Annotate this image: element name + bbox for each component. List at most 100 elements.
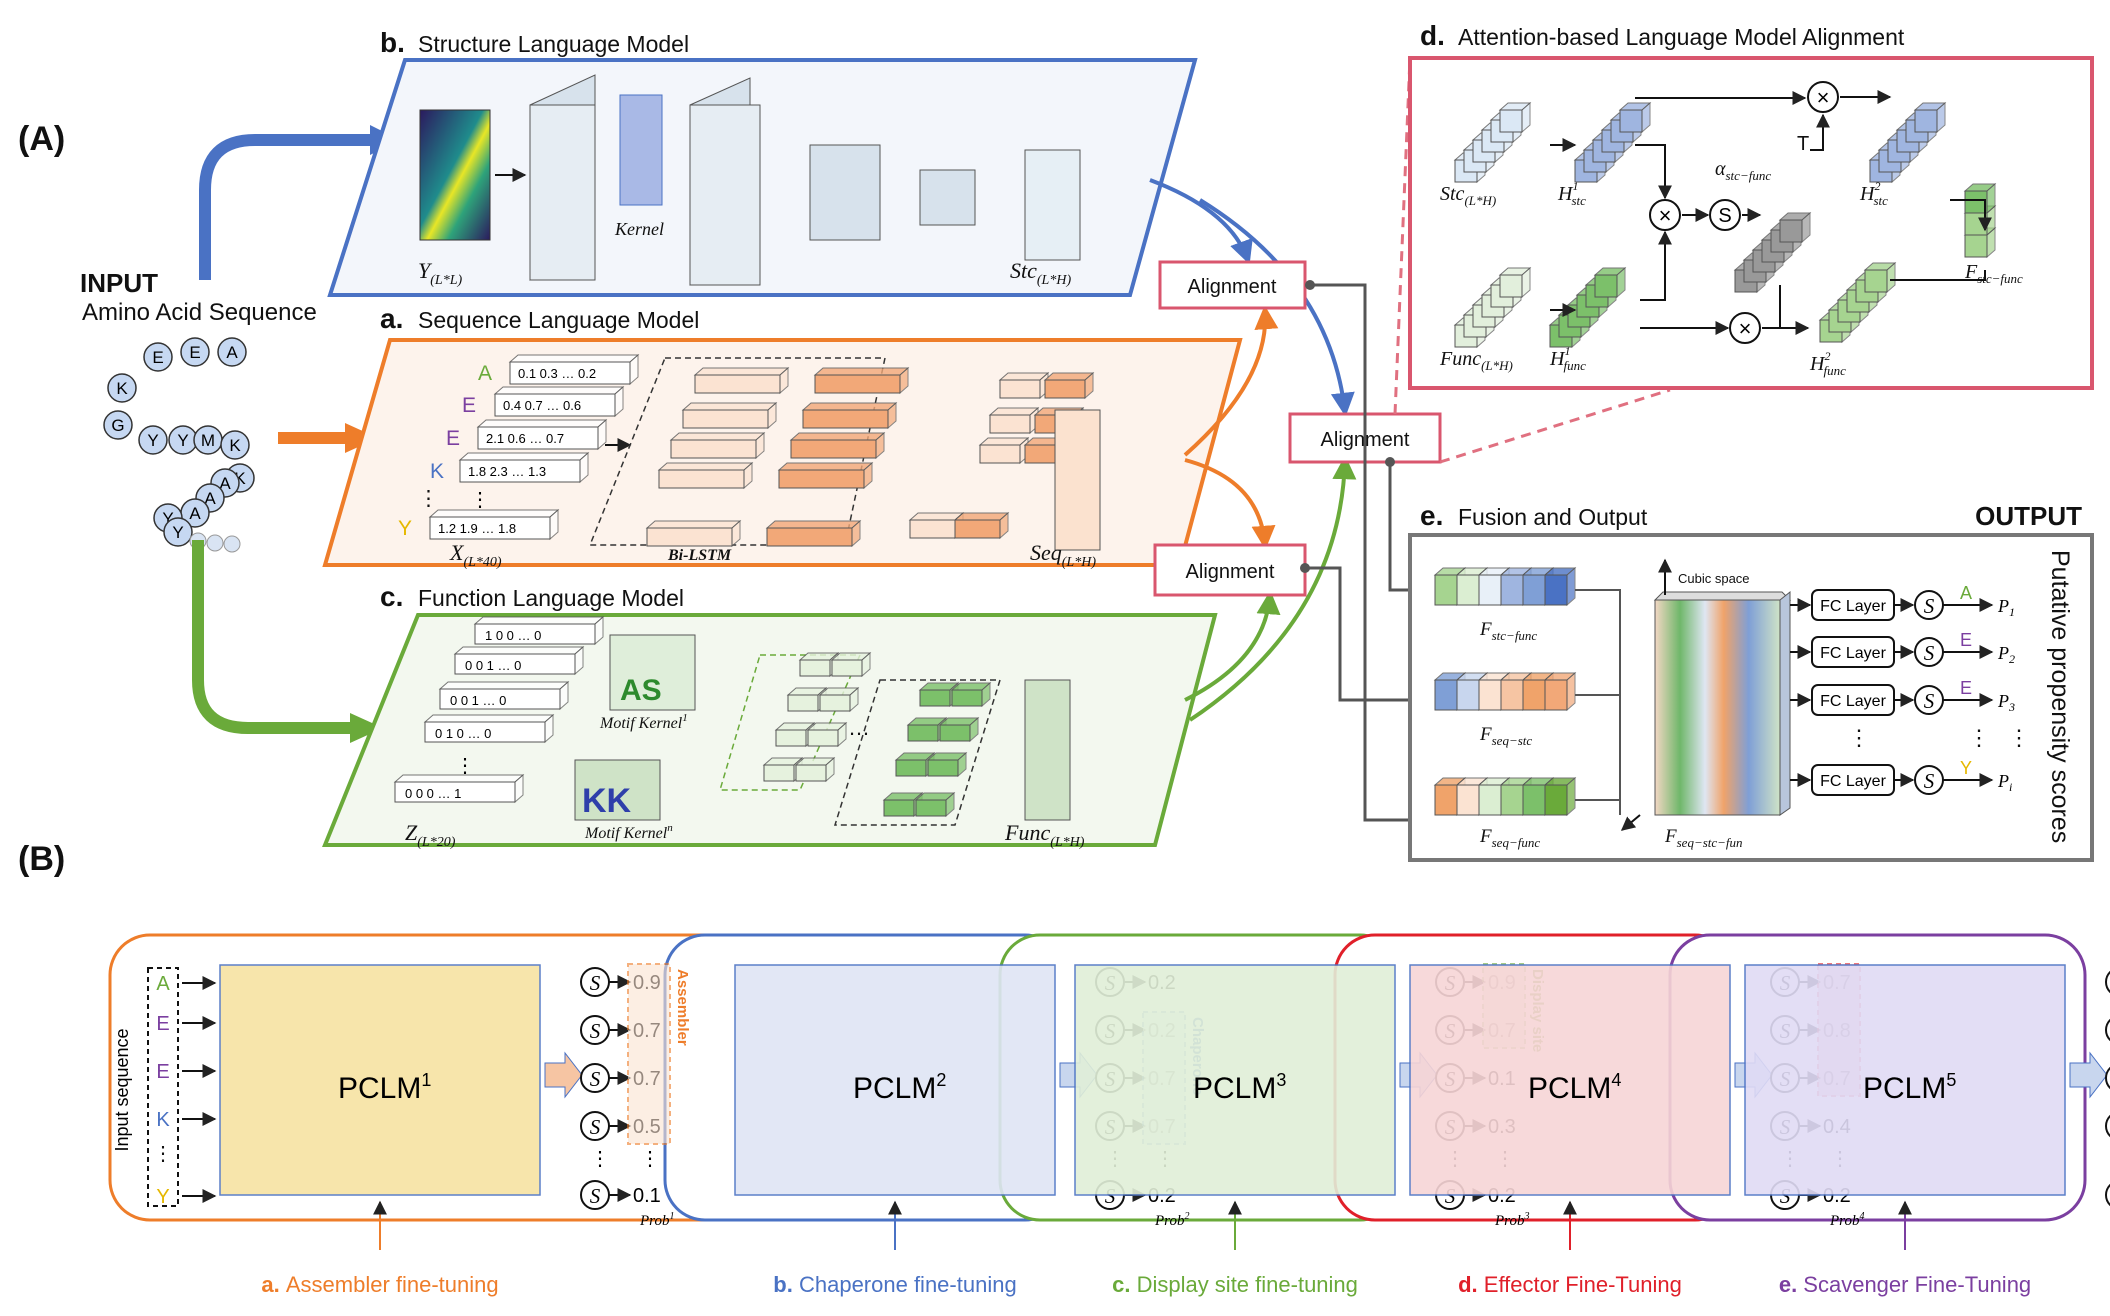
prob-vdots: ⋮: [590, 1148, 610, 1170]
attention-arrows: [1550, 90, 1992, 335]
fusion-cell: [1543, 671, 1577, 712]
sequence-letter: E: [446, 427, 460, 450]
lstm-cell: [789, 431, 886, 460]
to-output-arrow: [544, 1051, 583, 1099]
input-sequence-letter: E: [156, 1013, 169, 1035]
fusion-cube: [1653, 590, 1792, 816]
sequence-vectors: 0.1 0.3 … 0.20.4 0.7 … 0.62.1 0.6 … 0.71…: [428, 353, 640, 541]
sequence-letter: K: [430, 460, 444, 483]
prob-label: Prob1: [639, 1211, 674, 1229]
residue-letter: K: [229, 436, 241, 455]
sequence-vector-text: 2.1 0.6 … 0.7: [486, 431, 564, 446]
input-sequence-letter: Y: [156, 1186, 169, 1208]
pclm-thumbnail: [1409, 964, 1731, 1196]
structure-lm-title: Structure Language Model: [418, 31, 689, 57]
fusion-cube-label: Fseq−stc−fun: [1664, 826, 1743, 850]
attention-vectors: [1453, 101, 1997, 349]
function-cells: [762, 651, 992, 818]
residue-letter: A: [189, 504, 201, 523]
alignment-box-3: [1153, 543, 1307, 597]
lstm-cell: [801, 401, 898, 430]
flow-structure-to-align1: [1149, 178, 1253, 265]
fusion-cell: [1543, 566, 1577, 607]
sequence-vector: [428, 508, 560, 541]
motif-kernel-n: [574, 759, 661, 821]
func-cell: [806, 721, 848, 748]
sigmoid-symbol: S: [1924, 689, 1935, 713]
input-sequence-label: Input sequence: [112, 1028, 132, 1151]
residue-letter: E: [189, 343, 200, 362]
input-subtitle: Amino Acid Sequence: [82, 299, 317, 326]
task-label: Assembler: [674, 969, 691, 1046]
seq-out-cell: [908, 511, 965, 540]
function-lm-title: Function Language Model: [418, 585, 684, 611]
connector-align3: [1305, 566, 1433, 711]
sigmoid-icon: [2105, 1066, 2110, 1090]
func-cell: [830, 651, 872, 678]
structure-lm-prefix: b.: [380, 27, 405, 58]
flow-function-to-align3: [1184, 590, 1281, 702]
seq-out-cell: [978, 436, 1030, 465]
att-h2func: [1863, 261, 1897, 294]
pclm-label: PCLM1: [338, 1070, 431, 1105]
sequence-vector: [476, 418, 608, 451]
residue-bead: [217, 337, 247, 367]
seq-out-cell: [953, 511, 1010, 540]
alignment-label-3: Alignment: [1186, 561, 1275, 583]
input-sequence-letter: ⋮: [153, 1143, 173, 1165]
residue-letter: Y: [147, 431, 158, 450]
motif-kernel-1-label: Motif Kernel1: [599, 712, 688, 732]
sequence-vector: [508, 353, 640, 386]
alignment-label-1: Alignment: [1188, 276, 1277, 298]
prob-label: Prob2: [1154, 1211, 1189, 1229]
structure-heatmap: [419, 109, 491, 241]
input-sequence-letter: K: [156, 1109, 170, 1131]
fc-layer-label: FC Layer: [1820, 645, 1886, 662]
sequence-lm-prefix: a.: [380, 303, 403, 334]
sequence-vector-text: 0.1 0.3 … 0.2: [518, 366, 596, 381]
sigmoid-symbol: S: [1780, 1184, 1791, 1208]
input-sequence-box: [147, 967, 179, 1207]
sequence-input-label: X(L*40): [449, 540, 502, 570]
func-output-tower: [1024, 679, 1071, 821]
prob-label: Prob4: [1829, 1211, 1864, 1229]
residue-bead: [220, 430, 250, 460]
finetune-caption: c. Display site fine-tuning: [1112, 1272, 1358, 1297]
att-func-label: Func(L*H): [1439, 348, 1513, 373]
residue-letter: Y: [162, 509, 173, 528]
structure-output-label: Stc(L*H): [1010, 258, 1071, 288]
residue-bead: [143, 342, 173, 372]
function-input-label: Z(L*20): [405, 820, 456, 850]
input-sequence-letter: A: [156, 973, 170, 995]
lstm-cell: [777, 461, 874, 490]
input-sequence-letter: E: [156, 1061, 169, 1083]
residue-letter: A: [226, 343, 238, 362]
fusion-axes: [1620, 558, 1672, 831]
sigmoid-icon: [2105, 1183, 2110, 1207]
input-arrowhead-function: [350, 713, 383, 743]
sigmoid-icon: [2105, 970, 2110, 994]
prob-label: Prob3: [1494, 1211, 1529, 1229]
motif-kernel-1: [609, 634, 696, 711]
residue-letter: Y: [177, 431, 188, 450]
function-vector-text: 0 0 0 … 1: [405, 786, 461, 801]
lstm-cell: [765, 519, 862, 548]
connector-align1: [1310, 283, 1433, 831]
fusion-f2-label: Fseq−stc: [1479, 724, 1532, 748]
svg-text:AS: AS: [620, 674, 662, 707]
sequence-vector-text: 1.8 2.3 … 1.3: [468, 464, 546, 479]
function-vector: [473, 615, 605, 646]
panel-label-a: (A): [18, 120, 65, 158]
fusion-vdots-2: ⋮: [1968, 725, 1990, 750]
func-cell: [818, 686, 860, 713]
transpose-label: T: [1797, 133, 1809, 155]
svg-text:×: ×: [1659, 203, 1672, 228]
input-arrow-structure: [199, 134, 375, 280]
zoom-line-bottom: [1439, 388, 1671, 464]
sigmoid-symbol: S: [590, 1115, 601, 1139]
svg-text:KK: KK: [582, 782, 632, 820]
